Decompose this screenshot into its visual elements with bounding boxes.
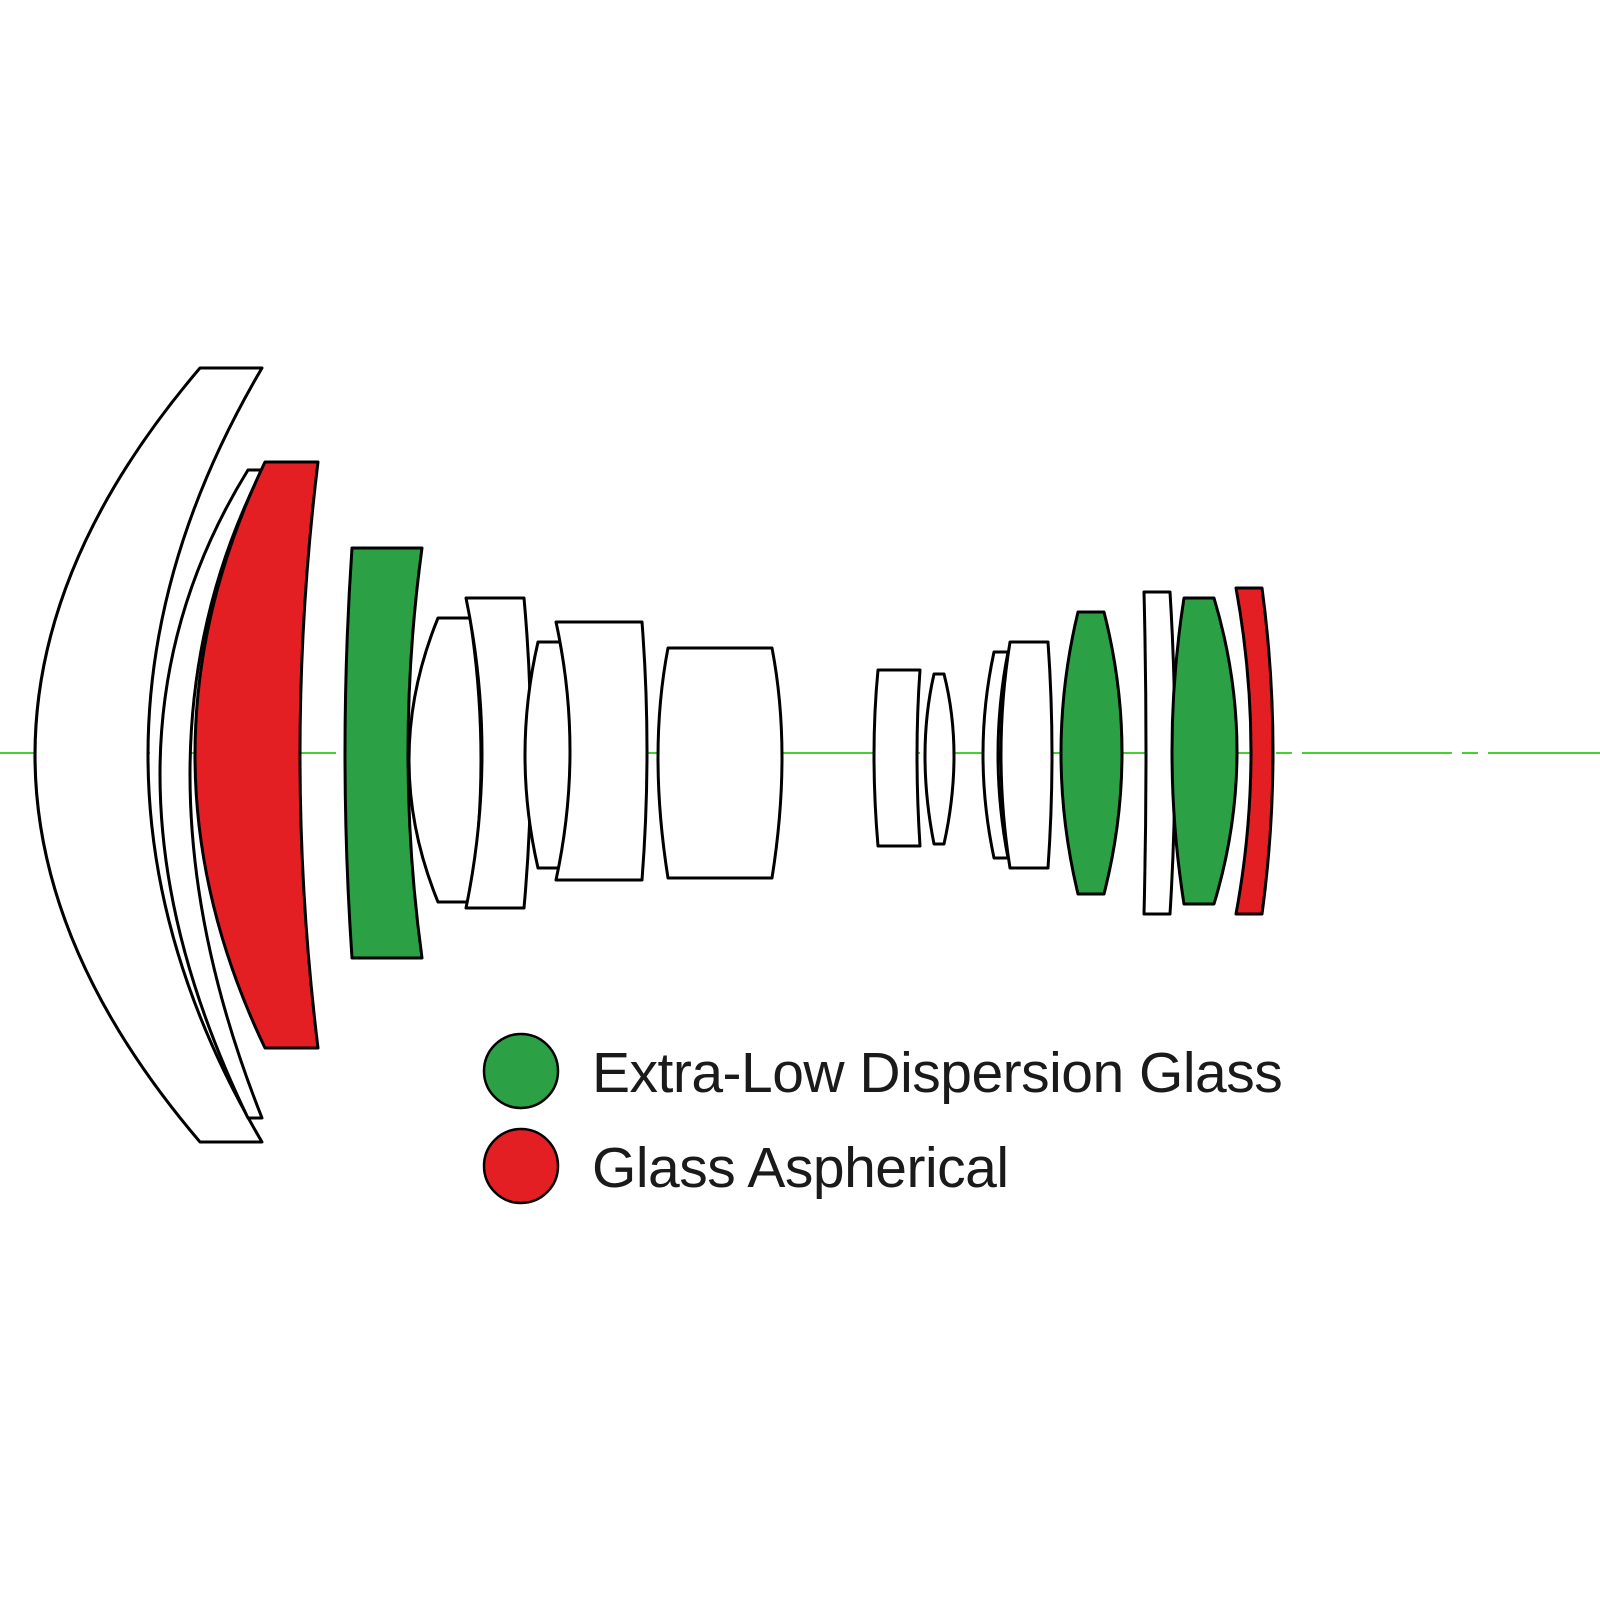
lens-element-4-ed-glass xyxy=(343,546,424,960)
legend: Extra-Low Dispersion Glass Glass Aspheri… xyxy=(482,1032,1283,1205)
lens-element-8 xyxy=(554,620,649,882)
legend-label-ed-glass: Extra-Low Dispersion Glass xyxy=(592,1041,1282,1105)
lens-element-15 xyxy=(1142,590,1177,916)
legend-swatch-aspherical-icon xyxy=(482,1127,560,1205)
lens-element-2 xyxy=(158,468,264,1120)
lens-element-13 xyxy=(999,640,1054,870)
lens-element-5 xyxy=(407,616,483,904)
lens-element-16-ed-glass xyxy=(1170,596,1239,906)
legend-label-aspherical: Glass Aspherical xyxy=(592,1136,1009,1200)
lens-element-17-glass-aspherical xyxy=(1234,586,1275,916)
lens-element-10 xyxy=(872,668,922,848)
lens-element-1 xyxy=(33,366,264,1144)
lens-element-9 xyxy=(656,646,784,880)
lens-element-14-ed-glass xyxy=(1059,610,1124,896)
legend-swatch-ed-glass-icon xyxy=(482,1032,560,1110)
lens-element-3-glass-aspherical xyxy=(193,460,320,1050)
lens-element-11 xyxy=(923,672,956,846)
